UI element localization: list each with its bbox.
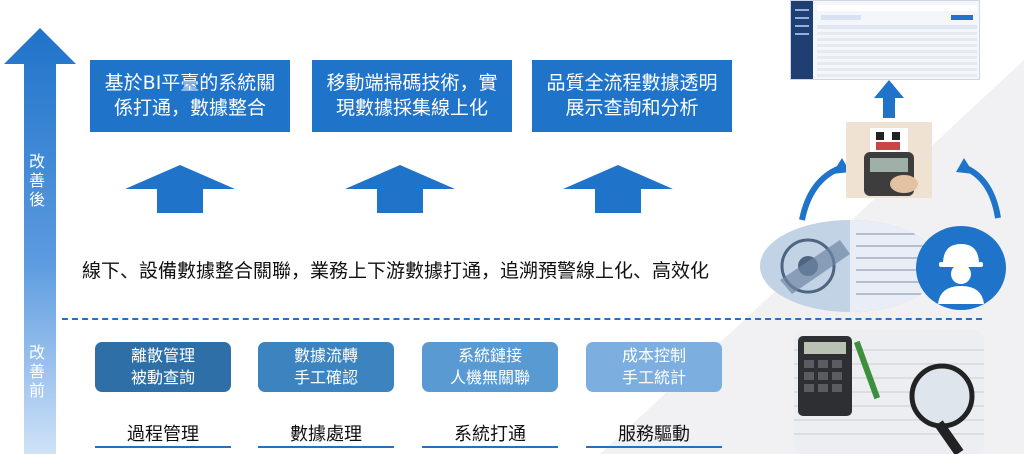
problem-line-2: 被動查詢 xyxy=(130,368,195,387)
improvement-text: 基於BI平臺的系統關係打通，數據整合 xyxy=(104,72,276,119)
engineering-drawing-photo xyxy=(760,220,940,312)
problem-line-2: 手工確認 xyxy=(293,368,358,387)
category-underline xyxy=(258,446,394,448)
problem-box-cost-control: 成本控制 手工統計 xyxy=(586,342,722,392)
improvement-text: 移動端掃碼技術，實現數據採集線上化 xyxy=(326,72,498,119)
category-underline xyxy=(95,446,231,448)
dashboard-screenshot-image xyxy=(790,0,980,80)
improvement-text: 品質全流程數據透明展示查詢和分析 xyxy=(546,72,718,119)
improvement-box-mobile-scan: 移動端掃碼技術，實現數據採集線上化 xyxy=(312,60,512,132)
side-label-char: 改 xyxy=(28,152,45,171)
problem-line-1: 系統鏈接 xyxy=(457,346,522,365)
label-after-improvement: 改善後 xyxy=(23,152,51,209)
category-label-data: 數據處理 xyxy=(290,424,362,445)
problem-box-data-flow: 數據流轉 手工確認 xyxy=(258,342,394,392)
improvement-box-quality-transparency: 品質全流程數據透明展示查詢和分析 xyxy=(532,60,732,132)
problem-line-1: 離散管理 xyxy=(130,346,195,365)
side-label-char: 前 xyxy=(28,381,45,400)
category-underline xyxy=(422,446,558,448)
category-label-process: 過程管理 xyxy=(127,424,199,445)
up-arrow-icon xyxy=(563,165,673,213)
before-after-divider xyxy=(62,318,982,320)
worker-icon xyxy=(916,226,1006,310)
label-before-improvement: 改善前 xyxy=(23,343,51,400)
side-label-char: 善 xyxy=(28,171,45,190)
up-arrow-icon xyxy=(345,165,455,213)
side-label-char: 善 xyxy=(28,362,45,381)
problem-line-1: 成本控制 xyxy=(621,346,686,365)
category-label-system: 系統打通 xyxy=(454,424,526,445)
improvement-box-bi-integration: 基於BI平臺的系統關係打通，數據整合 xyxy=(90,60,290,132)
calculator-magnifier-photo xyxy=(794,330,984,454)
category-label-service: 服務驅動 xyxy=(618,424,690,445)
up-arrow-icon xyxy=(125,165,235,213)
side-label-char: 後 xyxy=(28,190,45,209)
side-label-char: 改 xyxy=(28,343,45,362)
problem-line-1: 數據流轉 xyxy=(293,346,358,365)
category-underline xyxy=(586,446,722,448)
problem-box-discrete-management: 離散管理 被動查詢 xyxy=(95,342,231,392)
barcode-scanner-photo xyxy=(846,122,932,198)
improvement-summary: 線下、設備數據整合關聯，業務上下游數據打通，追溯預警線上化、高效化 xyxy=(82,260,710,282)
problem-box-system-link: 系統鏈接 人機無關聯 xyxy=(422,342,558,392)
flow-arrows xyxy=(799,80,1001,221)
problem-line-2: 人機無關聯 xyxy=(449,368,530,387)
problem-line-2: 手工統計 xyxy=(621,368,686,387)
improvement-vertical-arrow xyxy=(4,28,76,454)
